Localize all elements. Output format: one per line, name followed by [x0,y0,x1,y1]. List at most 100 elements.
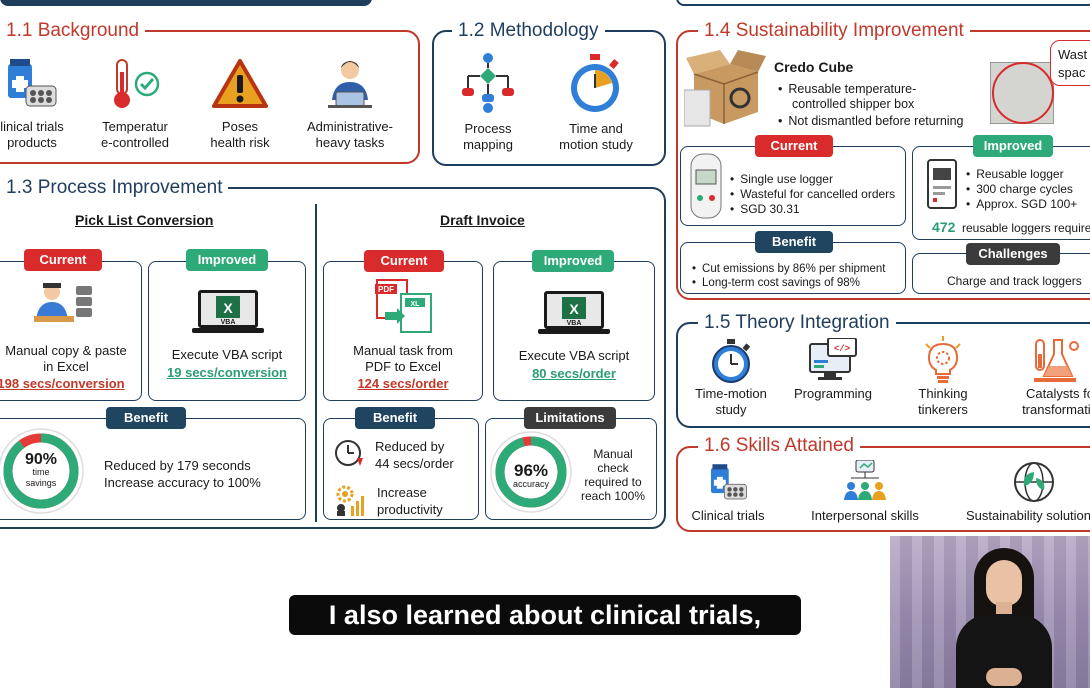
waste-callout [1050,40,1090,86]
stopwatch-icon [712,339,751,383]
svg-text:VBA: VBA [221,319,236,326]
timer-down-icon [335,440,363,466]
process-divider [315,204,317,522]
product-name: Credo Cube [774,59,854,75]
flowchart-icon [462,53,514,113]
sust-current-bullets: Single use logger Wasteful for cancelled… [730,172,895,217]
theory-label-programming: Programming [793,386,873,401]
draft-benefit-tag: Benefit [355,407,435,429]
excel-laptop-icon: X VBA [192,290,264,333]
excel-laptop-icon: X VBA [538,291,610,334]
pick-benefit-text: Reduced by 179 seconds Increase accuracy… [104,458,261,490]
sust-current-bullet: Single use logger [730,172,895,187]
svg-text:PDF: PDF [378,285,394,294]
theory-label-time-motion: Time-motion study [695,386,767,417]
code-monitor-icon: </> [809,338,857,380]
background-label-temperature: Temperatur e-controlled [101,119,169,150]
pick-current-card [0,261,142,401]
pick-improved-text: Execute VBA script [171,347,283,362]
presenter-neck [996,602,1012,616]
sust-benefit-tag: Benefit [755,231,833,253]
theory-title: 1.5 Theory Integration [698,311,896,335]
skills-label-interpersonal: Interpersonal skills [811,508,919,523]
globe-leaf-icon [1014,462,1054,502]
sust-current-bullet: Wasteful for cancelled orders [730,187,895,202]
sust-current-bullet: SGD 30.31 [730,202,895,217]
logger-count: 472 [932,219,956,235]
pick-current-metric: 198 secs/conversion [0,376,125,391]
sust-improved-bullet: Approx. SGD 100+ [966,197,1077,212]
presenter-video [890,536,1090,688]
svg-text:X: X [223,300,233,316]
product-bullets: Reusable temperature- controlled shipper… [778,82,964,129]
draft-improved-tag: Improved [532,250,614,272]
background-label-clinical: linical trials products [0,119,64,150]
accuracy-gauge [490,431,572,513]
medicine-box-icon [710,464,747,500]
draft-gauge-label: accuracy [512,479,549,489]
office-worker-icon [328,61,372,108]
methodology-label-process: Process mapping [463,121,513,152]
draft-limitations-text: Manual check required to reach 100% [580,447,646,503]
draft-current-text: Manual task from PDF to Excel [353,343,453,374]
waste-callout-text: Wast spac [1058,47,1088,80]
top-banner-right [676,0,1090,6]
thermometer-check-icon [114,59,160,108]
lightbulb-gear-icon [925,336,961,383]
skills-panel [676,446,1090,532]
pick-gauge-label: time savings [25,467,57,488]
shipper-box-image [684,50,766,127]
pick-benefit-tag: Benefit [106,407,186,429]
process-panel [0,187,666,529]
sust-improved-bullets: Reusable logger 300 charge cycles Approx… [966,167,1077,212]
background-label-admin: Administrative- heavy tasks [307,119,393,150]
product-bullet: Not dismantled before returning [778,114,963,129]
background-panel [0,30,420,164]
svg-text:X: X [569,301,579,317]
draft-limitations-tag: Limitations [524,407,616,429]
logger-count-text: reusable loggers required [962,221,1090,235]
presenter-face [986,560,1022,606]
video-caption: I also learned about clinical trials, [289,595,801,635]
draft-gauge-value: 96% [513,461,549,480]
draft-current-tag: Current [364,250,444,272]
presenter-hands [986,668,1022,686]
svg-text:VBA: VBA [567,320,582,327]
pick-list-heading: Pick List Conversion [75,212,214,228]
stopwatch-icon [571,54,619,112]
top-banner-left [0,0,372,6]
draft-improved-text: Execute VBA script [518,348,630,363]
pick-improved-metric: 19 secs/conversion [167,365,287,380]
pick-current-text: Manual copy & paste in Excel [5,343,127,374]
background-title: 1.1 Background [0,19,146,43]
office-worker-icon [34,283,92,322]
sust-challenges-text: Charge and track loggers [947,274,1082,288]
logger-device-icon [690,153,722,219]
draft-benefit-item1: Reduced by 44 secs/order [375,439,454,471]
time-savings-gauge [0,428,84,514]
svg-text:XL: XL [411,301,421,308]
methodology-label-time: Time and motion study [559,121,633,152]
skills-title: 1.6 Skills Attained [698,434,860,458]
product-bullet: Reusable temperature- controlled shipper… [778,82,964,112]
sust-improved-bullet: 300 charge cycles [966,182,1077,197]
background-label-health: Poses health risk [210,119,270,150]
draft-improved-metric: 80 secs/order [532,366,616,381]
lab-flask-icon [1034,339,1079,382]
theory-label-catalysts: Catalysts fo transformatio [1022,386,1090,417]
reusable-logger-icon [927,159,957,209]
sust-benefit-bullet: Long-term cost savings of 98% [692,276,885,290]
pick-improved-tag: Improved [186,249,268,271]
team-network-icon [844,460,886,500]
pick-current-tag: Current [24,249,102,271]
sust-benefit-bullets: Cut emissions by 86% per shipment Long-t… [692,262,885,290]
methodology-title: 1.2 Methodology [452,19,605,43]
sust-benefit-bullet: Cut emissions by 86% per shipment [692,262,885,276]
theory-label-thinking: Thinking tinkerers [918,386,968,417]
sust-challenges-tag: Challenges [966,243,1060,265]
medicine-box-icon [8,59,57,107]
draft-invoice-heading: Draft Invoice [440,212,525,228]
warning-triangle-icon [212,59,268,108]
draft-benefit-card [323,418,479,520]
productivity-gear-icon [336,485,364,516]
